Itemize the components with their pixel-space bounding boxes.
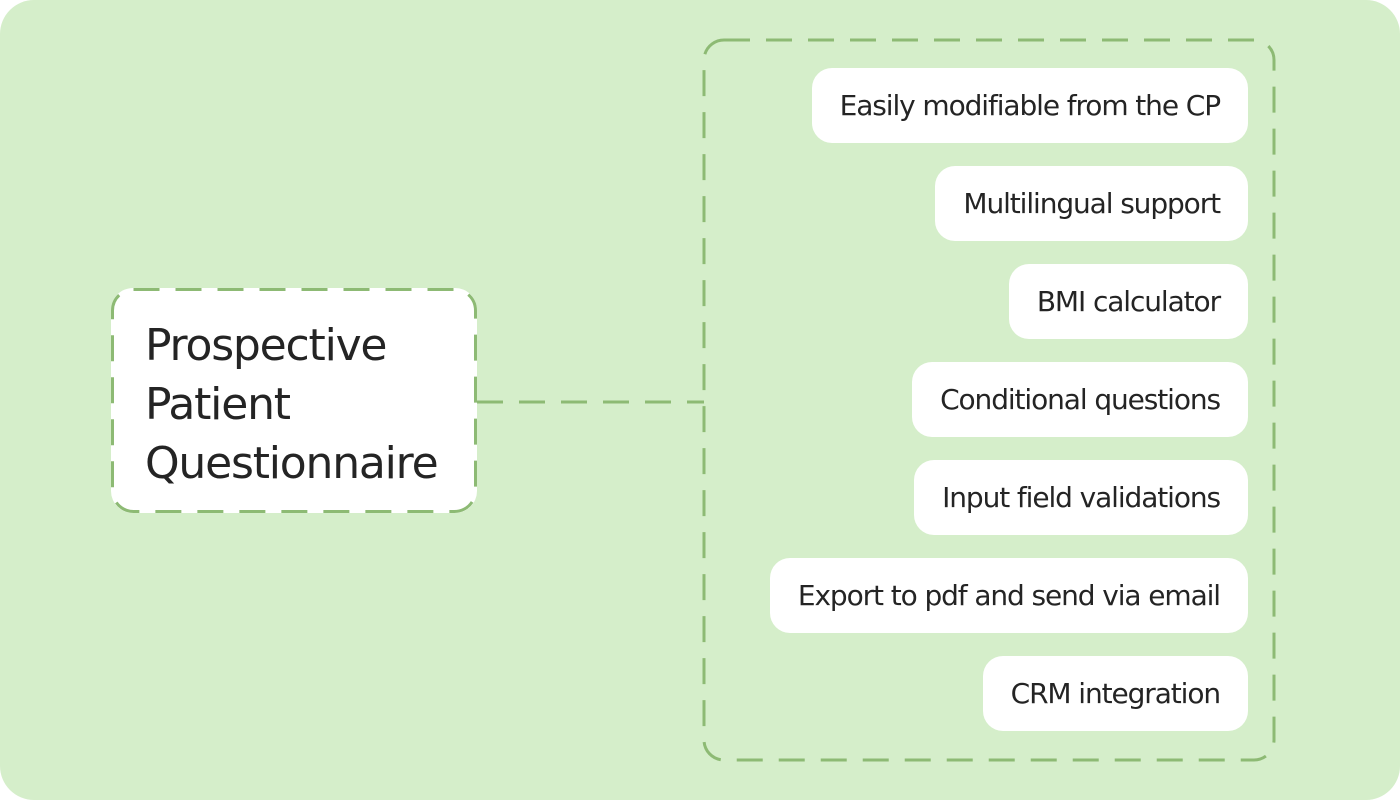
feature-bmi-calculator: BMI calculator [1008, 264, 1248, 339]
feature-easily-modifiable: Easily modifiable from the CP [811, 68, 1248, 143]
feature-export-pdf-email: Export to pdf and send via email [769, 558, 1248, 633]
questionnaire-node: Prospective Patient Questionnaire [111, 288, 477, 513]
questionnaire-node-border [111, 288, 477, 513]
feature-conditional-questions: Conditional questions [912, 362, 1248, 437]
features-group-border [702, 38, 1276, 762]
feature-crm-integration: CRM integration [982, 656, 1248, 731]
feature-multilingual-support: Multilingual support [935, 166, 1248, 241]
questionnaire-title: Prospective Patient Questionnaire [145, 320, 439, 489]
feature-list: Easily modifiable from the CP Multilingu… [769, 68, 1248, 731]
feature-input-validations: Input field validations [914, 460, 1248, 535]
